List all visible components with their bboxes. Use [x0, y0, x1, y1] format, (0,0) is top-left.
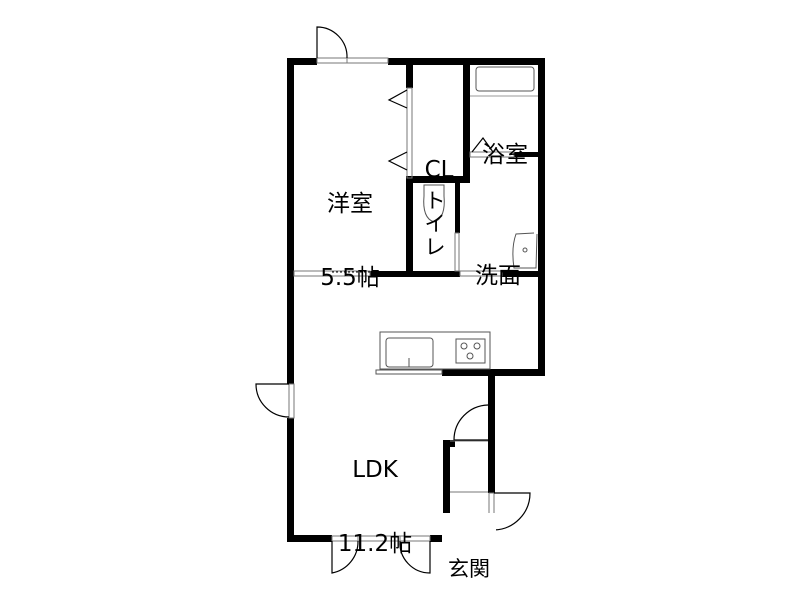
- door-toilet: [454, 232, 460, 272]
- wall-entrance-left-cap: [443, 440, 455, 447]
- wall-top-left: [287, 58, 317, 65]
- room-name: 洋室: [327, 190, 373, 217]
- room-size: 5.5帖: [320, 265, 380, 292]
- door-fold-closet-upper: [387, 89, 408, 109]
- wall-entrance-left: [443, 440, 450, 568]
- wall-ldk-bottom-right: [430, 535, 450, 542]
- wall-ldk-left-lower: [287, 418, 294, 541]
- burner-icon: [466, 352, 474, 360]
- wall-mid-right: [502, 271, 545, 277]
- room-name: LDK: [352, 456, 398, 483]
- door-swing-entrance-outer: [493, 492, 531, 531]
- door-swing-ldk-bottom-left: [331, 540, 359, 574]
- wall-right-upper: [538, 58, 545, 276]
- room-name: CL: [424, 156, 454, 183]
- wall-ldk-right-upper: [538, 276, 545, 375]
- burner-icon: [473, 342, 481, 350]
- window-ldk-bottom: [331, 535, 431, 542]
- room-western: 洋室 5.5帖: [310, 142, 390, 316]
- door-swing-ldk-left: [255, 383, 290, 418]
- room-name: 洗面: [475, 262, 521, 289]
- wall-ldk-bottom-left: [287, 535, 332, 542]
- door-closet-frame: [406, 87, 413, 179]
- door-western-sliding: [293, 270, 371, 277]
- drain-icon: [522, 247, 528, 253]
- door-wash-sliding: [459, 270, 503, 277]
- room-washroom: 洗面: [466, 214, 530, 313]
- wall-cl-left-top: [406, 58, 413, 88]
- room-name: 浴室: [482, 141, 528, 168]
- wall-mid-center: [370, 271, 460, 277]
- room-ldk: LDK 11.2帖: [325, 408, 425, 582]
- wall-bath-bottom: [514, 152, 545, 157]
- sliding-rails: [332, 190, 538, 273]
- door-swing-western-top: [316, 26, 348, 59]
- room-size: 11.2帖: [337, 531, 413, 558]
- wall-toilet-right: [455, 183, 460, 233]
- toilet-bowl-icon: [423, 184, 445, 223]
- wall-cl-bottom: [406, 176, 470, 183]
- wall-ldk-left-upper: [287, 276, 294, 384]
- wall-cl-left-bottom: [406, 178, 413, 276]
- door-fold-closet-lower: [387, 151, 408, 171]
- kitchen-counter: [379, 331, 491, 370]
- wall-ldk-right-lower: [488, 369, 495, 441]
- wall-entrance-right-upper: [488, 441, 495, 493]
- wash-basin-icon: [512, 232, 538, 269]
- fixtures: [375, 66, 538, 375]
- door-swing-entrance-inner: [453, 404, 489, 441]
- room-name: 玄関: [448, 557, 490, 582]
- door-bath-sliding: [469, 151, 515, 158]
- window-ldk-left: [288, 383, 295, 419]
- walls: [287, 58, 545, 568]
- wall-cl-right: [463, 58, 470, 183]
- window-western-top: [316, 57, 389, 64]
- burner-icon: [460, 342, 468, 350]
- room-name: トイレ: [424, 189, 446, 260]
- room-closet: CL: [412, 108, 466, 207]
- door-swings: [255, 26, 531, 574]
- wall-left-upper: [287, 58, 294, 276]
- windows: [288, 57, 515, 542]
- stove-icon: [455, 338, 486, 364]
- bathtub-icon: [475, 66, 535, 92]
- room-entrance: 玄関: [442, 513, 496, 604]
- counter-edge: [375, 369, 443, 375]
- room-bathroom: 浴室: [473, 93, 537, 192]
- door-swing-ldk-bottom-right: [399, 540, 431, 574]
- room-toilet: トイレ: [422, 189, 448, 260]
- wall-western-bottom-piece: [378, 271, 406, 277]
- door-fold-bath: [471, 136, 494, 153]
